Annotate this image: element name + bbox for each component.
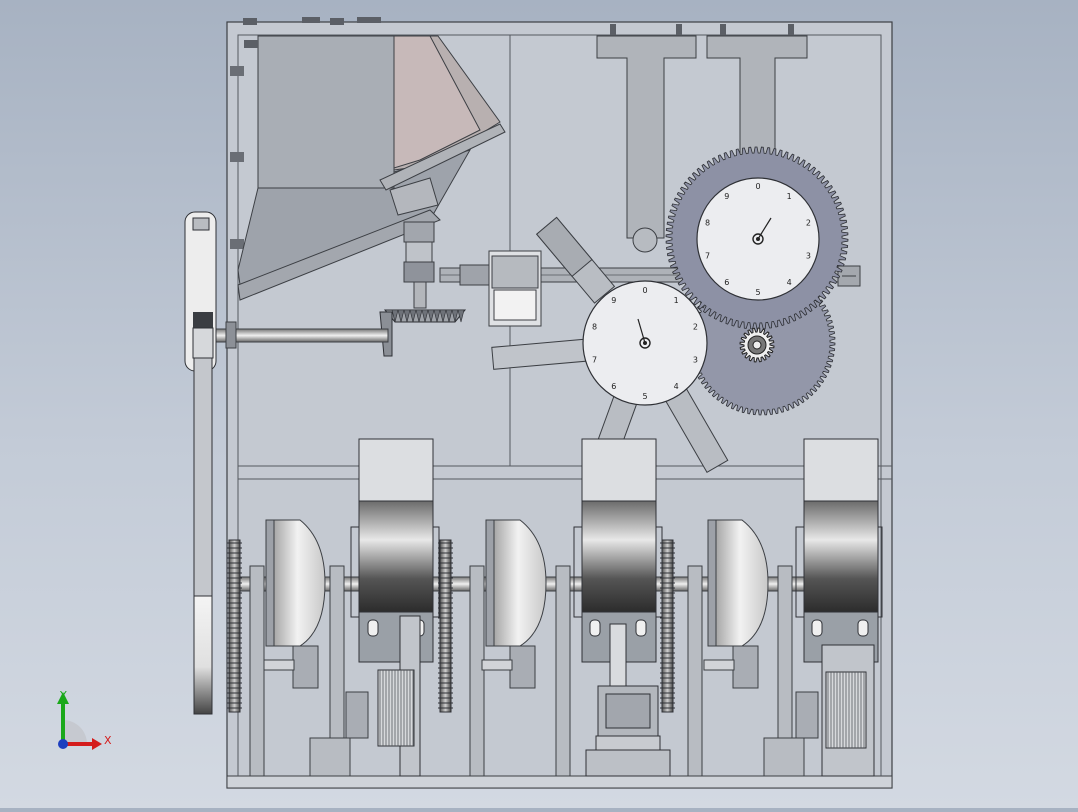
bottom-spur-gears — [377, 669, 867, 749]
axis-y-label: Y — [59, 689, 67, 702]
dial-small-number-3: 3 — [693, 355, 698, 364]
dial-large-number-8: 8 — [705, 219, 710, 228]
dial-large-number-1: 1 — [787, 192, 792, 201]
cam-disc-1 — [265, 519, 326, 647]
dial-small-number-1: 1 — [674, 296, 679, 305]
pinion-gear — [739, 327, 775, 363]
dial-large-needle — [757, 217, 772, 240]
dial-small-number-7: 7 — [592, 355, 597, 364]
cam-disc-2 — [485, 519, 547, 647]
support-plates — [249, 565, 805, 777]
dial-large-number-5: 5 — [755, 288, 760, 297]
small-motors — [263, 645, 819, 739]
dial-small: 0 1 2 3 4 5 6 7 8 9 — [582, 280, 708, 406]
dial-small-number-5: 5 — [642, 392, 647, 401]
side-gear-stacks — [227, 539, 675, 713]
dial-small-number-4: 4 — [674, 382, 679, 391]
carriage-block — [488, 250, 542, 327]
top-fixtures — [243, 17, 794, 36]
cam-disc-3 — [707, 519, 769, 647]
dial-small-number-0: 0 — [642, 286, 647, 295]
dial-small-number-9: 9 — [611, 296, 616, 305]
dial-large-number-9: 9 — [724, 192, 729, 201]
dial-large-number-7: 7 — [705, 251, 710, 260]
drum-unit-3 — [795, 438, 883, 777]
dial-small-number-6: 6 — [611, 382, 616, 391]
dial-large-number-2: 2 — [806, 219, 811, 228]
dial-small-number-2: 2 — [693, 323, 698, 332]
hanger-left — [596, 35, 697, 253]
belt-pulley — [184, 211, 217, 715]
dial-small-needle — [637, 318, 646, 344]
drum-unit-2 — [573, 438, 671, 777]
axis-x-label: X — [104, 734, 112, 747]
dial-large-number-6: 6 — [724, 278, 729, 287]
coordinate-triad-icon: Y X — [57, 689, 112, 750]
hopper — [237, 35, 506, 301]
dial-large-number-3: 3 — [806, 251, 811, 260]
universal-joint — [389, 177, 439, 309]
dial-small-numbers: 0 1 2 3 4 5 6 7 8 9 — [592, 286, 698, 401]
dial-large-number-4: 4 — [787, 278, 792, 287]
dial-large: 0 1 2 3 4 5 6 7 8 9 — [696, 177, 820, 301]
dial-large-numbers: 0 1 2 3 4 5 6 7 8 9 — [705, 182, 811, 297]
dial-large-number-0: 0 — [755, 182, 760, 191]
dial-small-number-8: 8 — [592, 323, 597, 332]
left-bolts — [230, 66, 244, 249]
